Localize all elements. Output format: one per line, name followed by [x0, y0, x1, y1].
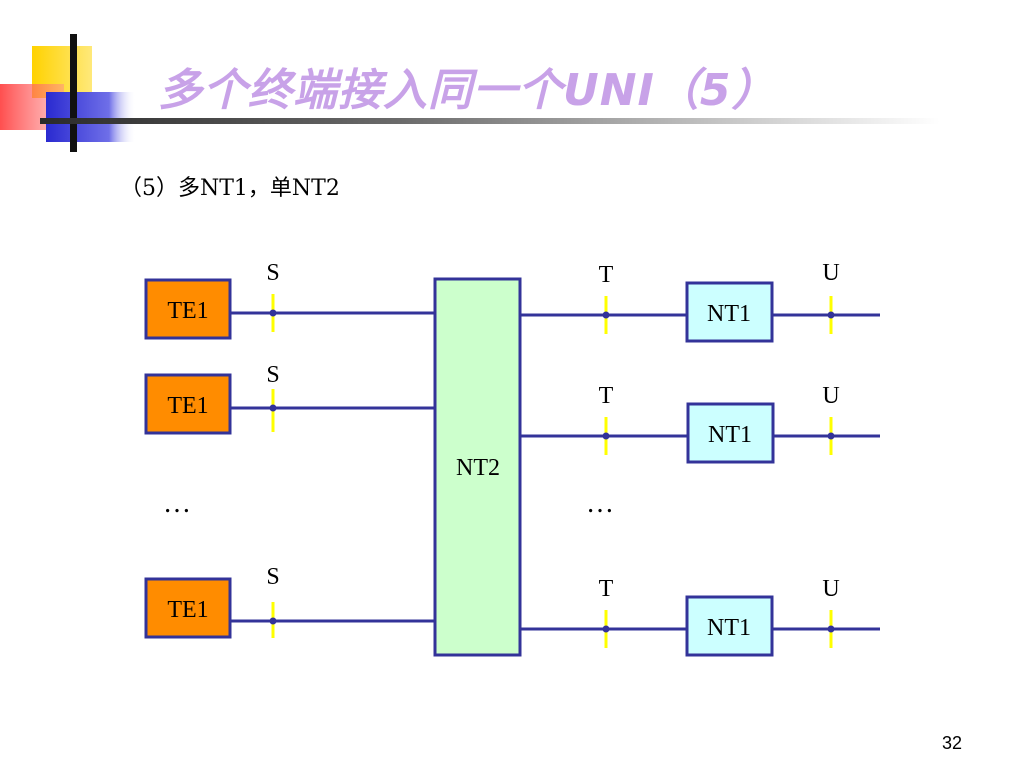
te1-label: TE1	[167, 597, 208, 623]
nt2-label: NT2	[456, 455, 500, 481]
u-ref-dot	[827, 432, 835, 440]
slide-subtitle: （5）多NT1，单NT2	[120, 176, 340, 201]
nt1-box	[686, 402, 775, 464]
t-ref-dot	[602, 432, 610, 440]
s-ref-label: S	[266, 362, 279, 388]
t-ref-dot	[602, 625, 610, 633]
u-ref-label: U	[822, 383, 839, 409]
s-ref-dot	[269, 404, 277, 412]
s-ref-dot	[269, 309, 277, 317]
title-rule	[40, 118, 940, 124]
u-ref-label: U	[822, 576, 839, 602]
u-ref-label: U	[822, 260, 839, 286]
t-ref-dot	[602, 311, 610, 319]
slide-logo	[0, 34, 136, 152]
t-ref-label: T	[599, 576, 614, 602]
t-ref-label: T	[599, 383, 614, 409]
te1-label: TE1	[167, 393, 208, 419]
s-ref-label: S	[266, 564, 279, 590]
u-ref-dot	[827, 311, 835, 319]
nt1-label: NT1	[708, 422, 752, 448]
nt1-label: NT1	[707, 301, 751, 327]
t-ref-label: T	[599, 262, 614, 288]
nt1-label: NT1	[707, 615, 751, 641]
nt2-box	[433, 277, 522, 657]
u-ref-dot	[827, 625, 835, 633]
ellipsis-right: …	[586, 488, 614, 519]
s-ref-label: S	[266, 260, 279, 286]
slide-title: 多个终端接入同一个UNI（5）	[158, 65, 777, 116]
s-ref-dot	[269, 617, 277, 625]
te1-box	[144, 577, 232, 639]
ellipsis-left: …	[163, 488, 191, 519]
te1-box	[144, 373, 232, 435]
page-number: 32	[941, 733, 962, 753]
te1-box	[144, 278, 232, 340]
nt1-box	[685, 595, 774, 657]
te1-label: TE1	[167, 298, 208, 324]
nt1-box	[685, 281, 774, 343]
